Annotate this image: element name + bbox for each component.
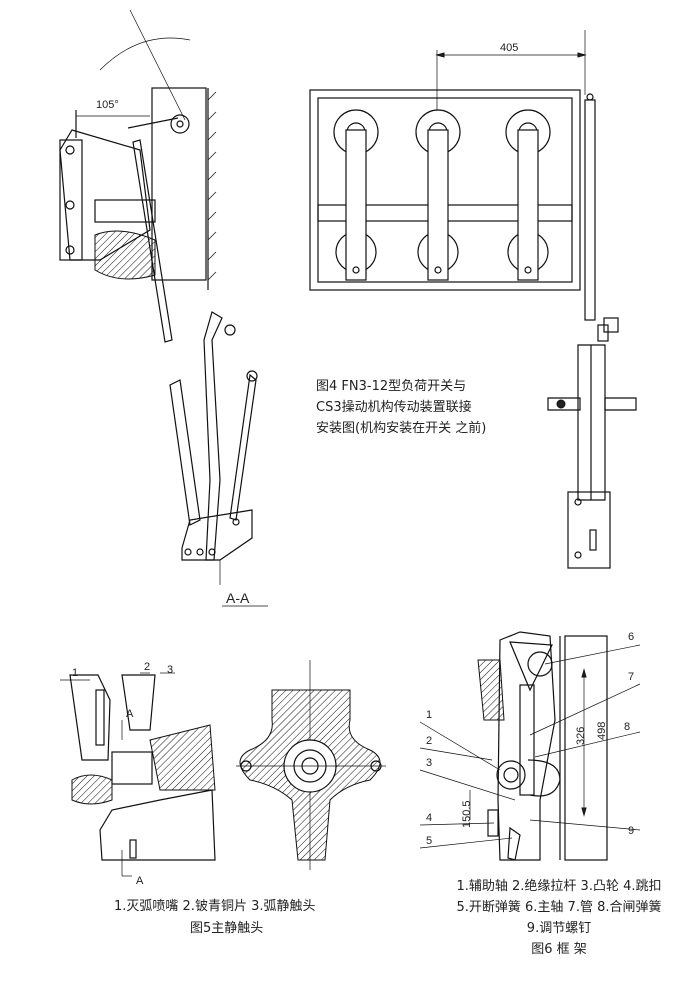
figure6-drawing: 326 498 150.5 1 2 3 4 5 6 7 8 9 (419, 631, 641, 861)
dimension-498: 498 (596, 722, 608, 740)
section-mark-top: A (126, 708, 134, 720)
figure5-legend: 1.灭弧喷嘴 2.铍青铜片 3.弧静触头 (114, 899, 316, 914)
figure6-legend: 1.辅助轴 2.绝缘拉杆 3.凸轮 4.跳扣 5.开断弹簧 6.主轴 7.管 8… (424, 876, 694, 960)
fig5-part-label-1: 1 (72, 667, 78, 679)
fig6-part-label-4: 4 (426, 812, 432, 824)
fig6-part-label-5: 5 (426, 835, 432, 847)
fig6-part-label-7: 7 (628, 671, 634, 683)
figure5-drawing: 1 2 3 A A (60, 660, 386, 887)
figure6-legend-line: 5.开断弹簧 6.主轴 7.管 8.合闸弹簧 (456, 900, 662, 915)
fig6-part-label-1: 1 (426, 709, 432, 721)
figure6-legend-line: 9.调节螺钉 (526, 921, 592, 936)
dimension-405: 405 (500, 42, 518, 54)
figure6-title: 图6 框 架 (531, 942, 587, 957)
fig5-part-label-2: 2 (144, 661, 150, 673)
front-view-switch: 405 (309, 30, 637, 569)
figure4-caption-line: CS3操动机构传动装置联接 (316, 400, 472, 415)
figure4-caption-line: 图4 FN3-12型负荷开关与 (316, 379, 467, 394)
figure4-caption: 图4 FN3-12型负荷开关与 CS3操动机构传动装置联接 安装图(机构安装在开… (316, 376, 486, 439)
dimension-326: 326 (575, 727, 587, 745)
figure5-title: 图5主静触头 (190, 921, 264, 936)
fig5-part-label-3: 3 (167, 664, 173, 676)
fig6-part-label-9: 9 (628, 825, 634, 837)
figure6-legend-line: 1.辅助轴 2.绝缘拉杆 3.凸轮 4.跳扣 (456, 879, 662, 894)
fig6-part-label-8: 8 (624, 721, 630, 733)
dimension-150-5: 150.5 (461, 800, 473, 828)
angle-label: 105° (96, 99, 119, 111)
section-label: A-A (226, 590, 250, 606)
section-mark-bottom: A (136, 875, 144, 887)
figure4-caption-line: 安装图(机构安装在开关 之前) (316, 421, 487, 436)
fig6-part-label-3: 3 (426, 757, 432, 769)
fig6-part-label-2: 2 (426, 735, 432, 747)
section-aa-lever: A-A (169, 311, 268, 607)
side-view-switch: 105° (59, 9, 217, 343)
fig6-part-label-6: 6 (628, 631, 634, 643)
